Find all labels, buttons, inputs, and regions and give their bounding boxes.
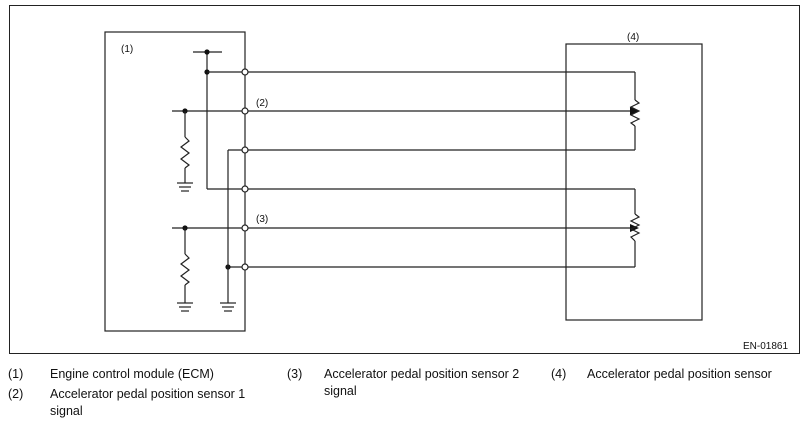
legend-number: (3): [287, 367, 303, 381]
ecm-terminal: [241, 68, 249, 76]
sensor1-potentiometer: [629, 99, 641, 127]
ecm-terminal: [241, 185, 249, 193]
signal1-label: (2): [256, 98, 268, 109]
sensor-box: [565, 43, 703, 321]
legend-text: Engine control module (ECM): [50, 367, 214, 381]
signal2-label: (3): [256, 214, 268, 225]
ecm-terminal: [241, 224, 249, 232]
diagram-frame: [9, 5, 800, 354]
wiring-schematic: (1) (4) (2) (3): [104, 31, 788, 352]
junction-dot: [204, 49, 210, 55]
ground-icon: [177, 302, 193, 312]
sensor2-potentiometer: [629, 213, 641, 242]
ecm-terminal: [241, 146, 249, 154]
legend-number: (2): [8, 387, 24, 401]
legend: (1) Engine control module (ECM) (2) Acce…: [8, 366, 808, 426]
ecm-terminal: [241, 107, 249, 115]
legend-text: Accelerator pedal position sensor 2 sign…: [324, 367, 520, 398]
sensor-box-label: (4): [627, 32, 639, 43]
signal1-arrow: [630, 107, 639, 115]
ground-icon: [220, 302, 236, 312]
figure-code: EN-01861: [743, 341, 788, 352]
ecm-label: (1): [121, 44, 133, 55]
legend-text: Accelerator pedal position sensor: [587, 367, 772, 381]
pull-down-resistor-2: [180, 253, 190, 286]
ground-icon: [177, 182, 193, 192]
ecm-box: [104, 31, 246, 332]
legend-number: (4): [551, 367, 567, 381]
legend-text: Accelerator pedal position sensor 1 sign…: [50, 387, 246, 418]
pull-down-resistor-1: [180, 136, 190, 169]
ecm-terminal: [241, 263, 249, 271]
legend-number: (1): [8, 367, 24, 381]
